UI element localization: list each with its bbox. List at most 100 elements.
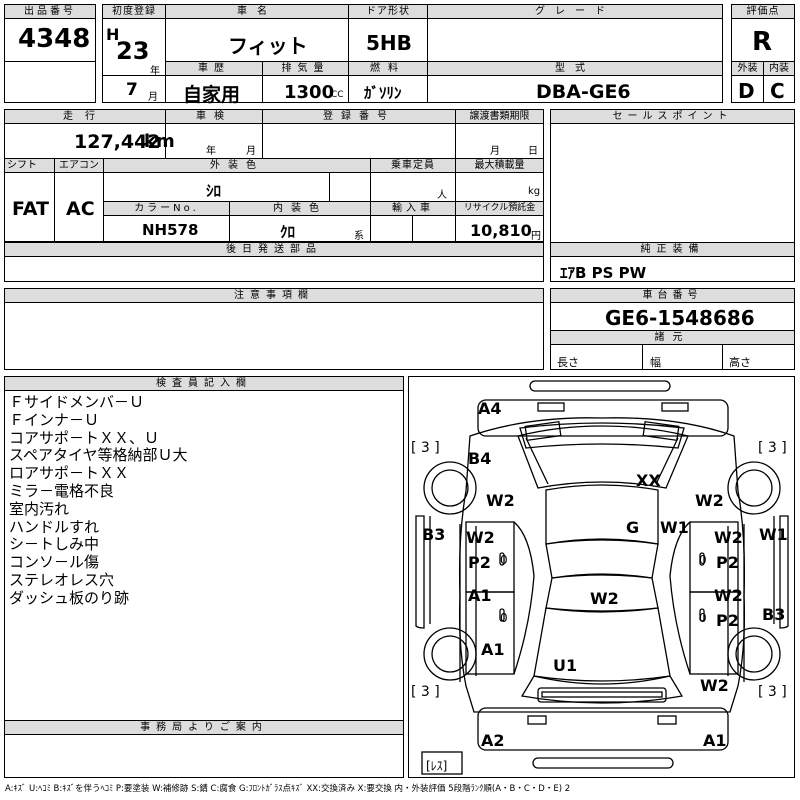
recycle-unit: 円 — [531, 231, 541, 242]
mark-w2-c: W2 — [590, 589, 619, 608]
note-line: ハンドルすれ — [9, 517, 100, 536]
interior-label: 内装 — [763, 61, 795, 76]
sales-point-cell — [550, 109, 795, 243]
era: H — [106, 25, 120, 44]
int-color: ｸﾛ — [280, 223, 296, 241]
recycle: 10,810 — [470, 221, 532, 240]
inspector-label: 検査員記入欄 — [4, 376, 404, 391]
mark-a1-l1: A1 — [468, 586, 492, 605]
mileage-unit: km — [144, 131, 175, 152]
interior-score: C — [770, 79, 785, 103]
history-label: 車歴 — [165, 61, 263, 76]
equipment-label: 純正装備 — [550, 242, 795, 257]
capacity-label: 乗車定員 — [370, 158, 456, 173]
score-label: 評価点 — [731, 4, 795, 19]
shift: FAT — [12, 198, 49, 220]
door-type: 5HB — [366, 31, 412, 55]
mark-a2: A2 — [481, 731, 505, 750]
history: 自家用 — [183, 84, 241, 106]
car-diagram — [415, 380, 789, 775]
first-reg-label: 初度登録 — [102, 4, 166, 19]
car-diagram-frame — [408, 376, 795, 778]
mark-a1-l2: A1 — [481, 640, 505, 659]
mark-w2-l2: W2 — [466, 528, 495, 547]
transfer-day-unit: 日 — [528, 146, 538, 157]
mark-w2-r4: W2 — [700, 676, 729, 695]
model: DBA-GE6 — [536, 81, 631, 103]
notes-label: 注意事項欄 — [4, 288, 544, 303]
mark-w1-r: W1 — [759, 525, 788, 544]
displacement: 1300 — [284, 82, 335, 103]
tire-tl: [ 3 ] — [411, 440, 440, 456]
inspection-month-unit: 月 — [246, 146, 256, 157]
mark-zero-l1: 0 — [500, 553, 508, 567]
note-line: ミラ－電格不良 — [9, 481, 115, 500]
import-label: 輸入車 — [370, 201, 456, 216]
note-line: コアサポ－トＸＸ、Ｕ — [9, 428, 160, 447]
later-parts-label: 後日発送部品 — [4, 242, 544, 257]
width-label: 幅 — [650, 356, 661, 369]
spare-tire: [ﾚｽ] — [426, 759, 448, 773]
load-label: 最大積載量 — [455, 158, 544, 173]
note-line: コンソ－ル傷 — [9, 553, 100, 572]
chassis-label: 車台番号 — [550, 288, 795, 303]
mark-w1-c: W1 — [660, 518, 689, 537]
mark-xx: XX — [636, 471, 661, 490]
mark-zero-r2: 0 — [699, 611, 707, 625]
ac-label: エアコン — [54, 158, 104, 173]
transfer-month-unit: 月 — [490, 146, 500, 157]
displacement-label: 排気量 — [262, 61, 349, 76]
mark-w2-r2: W2 — [714, 528, 743, 547]
mark-p2-l1: P2 — [468, 553, 491, 572]
ext-color-label: 外装色 — [103, 158, 371, 173]
recycle-label: リサイクル預託金 — [455, 201, 544, 216]
chassis-number: GE6-1548686 — [605, 306, 755, 330]
mark-w2-l1: W2 — [486, 491, 515, 510]
shift-label: シフト — [4, 158, 55, 173]
fuel: ｶﾞｿﾘﾝ — [364, 84, 402, 102]
mark-p2-r2: P2 — [716, 611, 739, 630]
car-name: フィット — [228, 34, 308, 58]
mileage-label: 走行 — [4, 109, 166, 124]
mark-w2-r1: W2 — [695, 491, 724, 510]
door-label: ドア形状 — [348, 4, 428, 19]
note-line: Ｆサイドメンバ－Ｕ — [9, 393, 145, 411]
tire-bl: [ 3 ] — [411, 684, 440, 700]
grade-label: グレード — [427, 4, 723, 19]
load-unit: kg — [528, 186, 541, 197]
color-no: NH578 — [142, 221, 199, 239]
tire-br: [ 3 ] — [758, 684, 787, 700]
note-line: ロアサポ－トＸＸ — [9, 464, 130, 483]
transfer-label: 譲渡書類期限 — [455, 109, 544, 124]
mark-b3-l: B3 — [422, 525, 446, 544]
mark-p2-r1: P2 — [716, 553, 739, 572]
reg-no-label: 登録番号 — [262, 109, 456, 124]
capacity-unit: 人 — [437, 190, 447, 201]
specs-label: 諸元 — [550, 330, 795, 345]
mark-zero-r1: 0 — [699, 553, 707, 567]
mark-b3-r: B3 — [762, 605, 786, 624]
car-name-label: 車名 — [165, 4, 349, 19]
equipment: ｴｱB PS PW — [560, 264, 647, 282]
lot-no-label: 出品番号 — [4, 4, 96, 19]
mark-g: G — [626, 518, 640, 537]
model-label: 型式 — [427, 61, 723, 76]
legend: A:ｷｽﾞ U:ﾍｺﾐ B:ｷｽﾞを伴うﾍｺﾐ P:要塗装 W:補修跡 S:錆 … — [5, 784, 571, 794]
mark-a1-r: A1 — [703, 731, 727, 750]
lot-no: 4348 — [18, 24, 91, 54]
fuel-label: 燃料 — [348, 61, 428, 76]
note-line: スペアタイヤ等格納部Ｕ大 — [9, 446, 188, 465]
displacement-unit: CC — [331, 90, 344, 100]
mark-u1: U1 — [553, 656, 578, 675]
note-line: 室内汚れ — [9, 499, 70, 518]
note-line: ダッシュ板のり跡 — [9, 588, 130, 607]
exterior-score: D — [738, 79, 755, 103]
note-line: ステレオレス穴 — [9, 570, 115, 589]
int-color-label: 内装色 — [229, 201, 371, 216]
inspection-year-unit: 年 — [206, 146, 216, 157]
score: R — [752, 27, 773, 57]
mark-b4: B4 — [468, 449, 492, 468]
mileage: 127,442 — [74, 131, 161, 153]
inspection-label: 車検 — [165, 109, 263, 124]
mark-a4: A4 — [478, 399, 502, 418]
